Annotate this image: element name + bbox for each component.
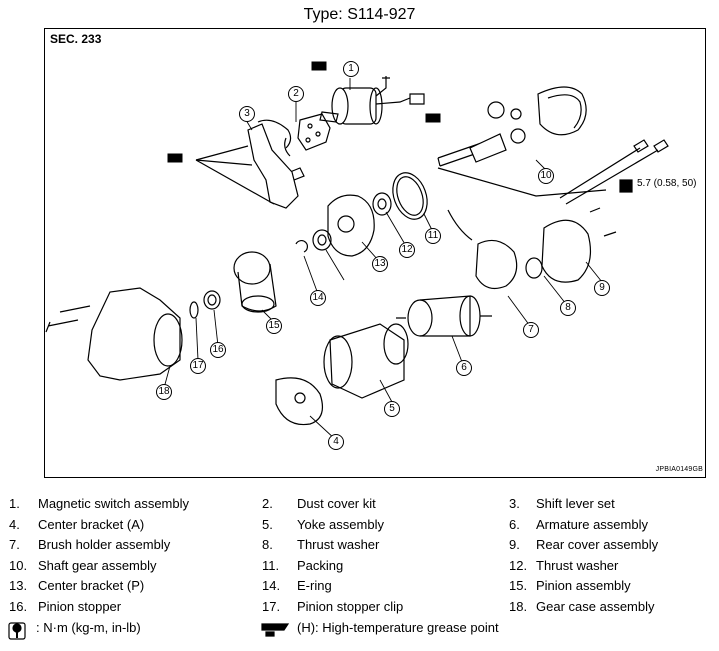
legend-number: 7. bbox=[9, 537, 20, 552]
legend-label: Brush holder assembly bbox=[38, 537, 171, 552]
legend-number: 16. bbox=[9, 598, 28, 614]
diagram-title: Type: S114-927 bbox=[303, 6, 416, 23]
callout-17: 17 bbox=[190, 358, 206, 374]
rear-cover-drawing bbox=[541, 207, 617, 283]
legend-number: 8. bbox=[262, 537, 273, 552]
legend-number: 13. bbox=[9, 578, 28, 593]
legend-number: 3. bbox=[509, 496, 520, 511]
armature-drawing bbox=[396, 295, 492, 337]
e-ring-drawing bbox=[295, 240, 308, 253]
legend-number: 14. bbox=[262, 578, 281, 593]
legend-torque-icon bbox=[8, 622, 26, 640]
legend-grease-icon bbox=[261, 623, 290, 637]
grease-symbol-label: (H): High-temperature grease point bbox=[297, 620, 499, 635]
callout-3: 3 bbox=[239, 106, 255, 122]
legend-label: Armature assembly bbox=[536, 516, 648, 532]
legend-label: Shift lever set bbox=[536, 496, 615, 511]
callout-9: 9 bbox=[594, 280, 610, 296]
center-bracket-a-drawing bbox=[275, 377, 323, 426]
brush-holder-drawing bbox=[447, 209, 518, 289]
legend-number: 17. bbox=[262, 598, 281, 614]
rear-thrust-washer-drawing bbox=[525, 257, 543, 279]
legend-number: 4. bbox=[9, 516, 20, 532]
legend-number: 11. bbox=[262, 557, 280, 573]
legend-label: Packing bbox=[297, 557, 344, 573]
gear-case-drawing bbox=[45, 287, 183, 381]
legend-number: 6. bbox=[509, 516, 520, 532]
legend-label: Shaft gear assembly bbox=[38, 557, 157, 573]
callout-12: 12 bbox=[399, 242, 415, 258]
callout-11: 11 bbox=[425, 228, 441, 244]
legend-number: 18. bbox=[509, 598, 528, 614]
legend-label: Yoke assembly bbox=[297, 516, 384, 532]
legend-number: 5. bbox=[262, 516, 273, 532]
callout-14: 14 bbox=[310, 290, 326, 306]
callout-8: 8 bbox=[560, 300, 576, 316]
diagram-frame bbox=[44, 28, 706, 478]
thrust-washer-drawing bbox=[372, 192, 392, 216]
torque-wrench-icon bbox=[619, 179, 633, 193]
callout-4: 4 bbox=[328, 434, 344, 450]
legend-label: Thrust washer bbox=[297, 537, 380, 552]
stopper-clip-drawing bbox=[189, 301, 199, 319]
magnetic-switch-drawing bbox=[319, 76, 425, 125]
torque-spec: 5.7 (0.58, 50) bbox=[637, 178, 697, 189]
legend-number: 9. bbox=[509, 537, 520, 552]
callout-5: 5 bbox=[384, 401, 400, 417]
legend-label: Gear case assembly bbox=[536, 598, 655, 614]
section-label: SEC. 233 bbox=[50, 32, 102, 46]
legend-label: Center bracket (A) bbox=[38, 516, 145, 532]
legend-number: 15. bbox=[509, 578, 528, 593]
packing-drawing bbox=[392, 172, 428, 220]
legend-label: Pinion stopper clip bbox=[297, 598, 404, 614]
callout-7: 7 bbox=[523, 322, 539, 338]
legend-label: Thrust washer bbox=[536, 557, 619, 573]
callout-15: 15 bbox=[266, 318, 282, 334]
drawing-code: JPBIA0149GB bbox=[655, 466, 703, 473]
grease-point-icon bbox=[167, 61, 441, 163]
dust-cover-drawing bbox=[284, 113, 331, 181]
callout-13: 13 bbox=[372, 256, 388, 272]
legend-label: Pinion assembly bbox=[536, 578, 631, 593]
shaft-gear-drawing bbox=[437, 86, 669, 205]
legend-label: Center bracket (P) bbox=[38, 578, 145, 593]
callout-1: 1 bbox=[343, 61, 359, 77]
callout-6: 6 bbox=[456, 360, 472, 376]
legend-label: E-ring bbox=[297, 578, 332, 593]
torque-symbol-label: : N·m (kg-m, in-lb) bbox=[36, 620, 141, 635]
callout-18: 18 bbox=[156, 384, 172, 400]
callout-10: 10 bbox=[538, 168, 554, 184]
legend-label: Pinion stopper bbox=[38, 598, 122, 614]
yoke-drawing bbox=[323, 323, 409, 399]
pinion-drawing bbox=[233, 251, 277, 313]
callout-16: 16 bbox=[210, 342, 226, 358]
legend-label: Rear cover assembly bbox=[536, 537, 659, 552]
center-bracket-p-drawing bbox=[327, 194, 375, 257]
legend-number: 10. bbox=[9, 557, 28, 573]
legend-label: Magnetic switch assembly bbox=[38, 496, 189, 511]
shift-lever-drawing bbox=[247, 119, 299, 209]
pinion-stopper-drawing bbox=[203, 290, 221, 310]
legend-label: Dust cover kit bbox=[297, 496, 376, 511]
callout-2: 2 bbox=[288, 86, 304, 102]
legend-number: 2. bbox=[262, 496, 273, 511]
legend-number: 12. bbox=[509, 557, 528, 573]
legend-number: 1. bbox=[9, 496, 20, 511]
